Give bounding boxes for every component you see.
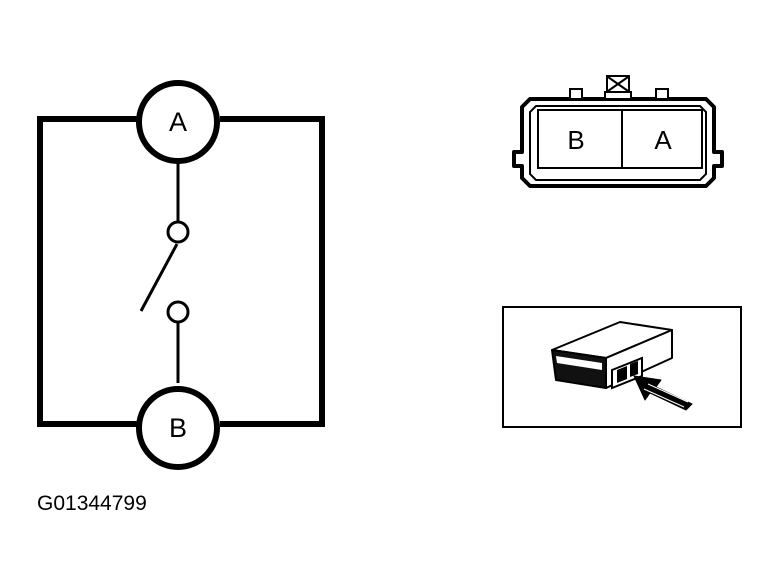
cavity-b-label: B (567, 125, 584, 155)
terminal-b: B (136, 386, 220, 470)
connector-tab-right (655, 88, 669, 100)
terminal-a-label: A (169, 107, 187, 137)
connector-face: B A (512, 75, 724, 188)
insertion-arrow-icon (633, 375, 693, 411)
cavity-a (621, 109, 703, 169)
terminal-a: A (136, 80, 220, 164)
loop-wire (37, 116, 325, 427)
relay-component-icon (551, 321, 673, 390)
switch-schematic: A B (37, 80, 325, 470)
component-locator (502, 306, 742, 428)
switch-blade (139, 243, 179, 312)
terminal-b-label: B (169, 413, 187, 443)
figure-id: G01344799 (37, 492, 147, 515)
connector-tab-left (569, 88, 583, 100)
connector-latch (604, 75, 632, 100)
connector-inner (529, 105, 707, 181)
lower-contact (166, 300, 190, 324)
cavity-a-label: A (654, 125, 672, 155)
upper-contact (166, 220, 190, 244)
